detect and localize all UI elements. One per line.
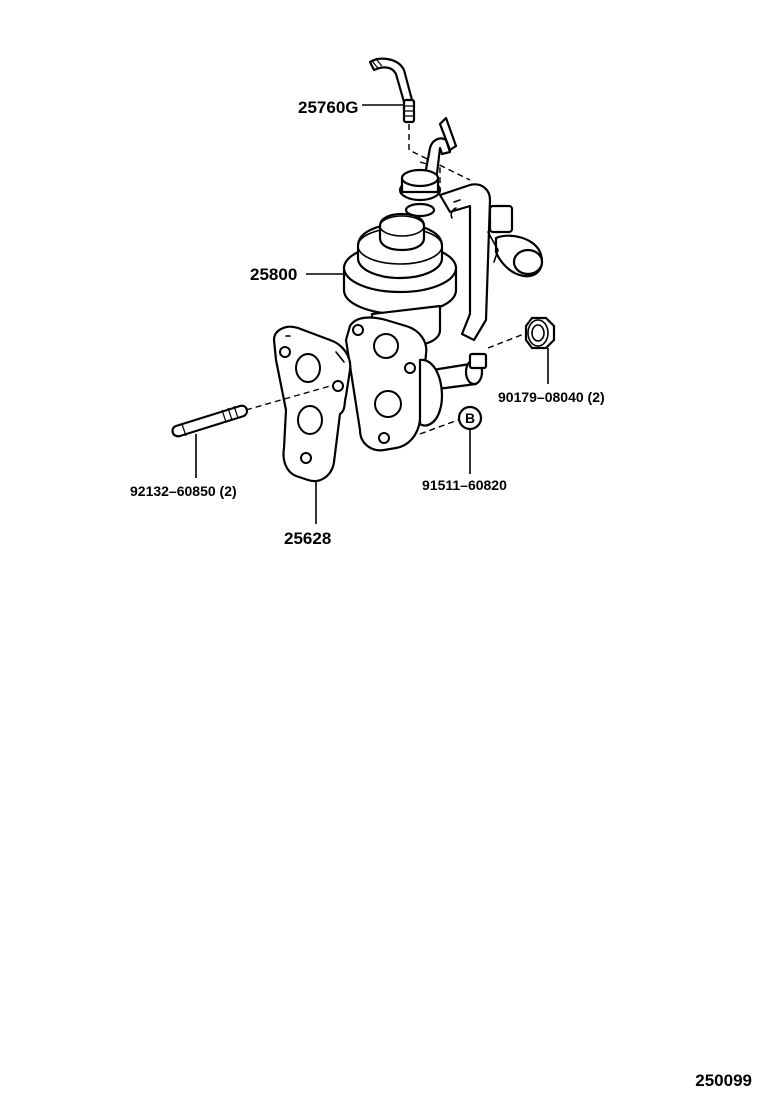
gasket-icon <box>272 325 352 483</box>
part-label-stud: 92132–60850 (2) <box>130 483 237 499</box>
nut-connector-line <box>487 333 525 349</box>
part-label-egr-valve: 25800 <box>250 265 297 284</box>
bolt-callout-letter: B <box>465 410 475 426</box>
hose-connector-line-2 <box>419 161 441 190</box>
stud-connector-line <box>245 385 331 411</box>
flange-nut-icon <box>524 316 556 350</box>
part-label-nut: 90179–08040 (2) <box>498 389 605 405</box>
bolt-callout-icon: B <box>457 405 483 431</box>
egr-valve-icon <box>342 116 544 452</box>
part-label-gasket: 25628 <box>284 529 331 548</box>
diagram-reference-number: 250099 <box>695 1071 752 1090</box>
stud-bolt-icon <box>171 404 249 438</box>
bolt-connector-line <box>419 419 459 435</box>
part-label-bolt: 91511–60820 <box>422 477 507 493</box>
vacuum-hose-icon <box>368 57 416 124</box>
hose-connector-line <box>408 124 471 181</box>
part-label-hose: 25760G <box>298 98 359 117</box>
